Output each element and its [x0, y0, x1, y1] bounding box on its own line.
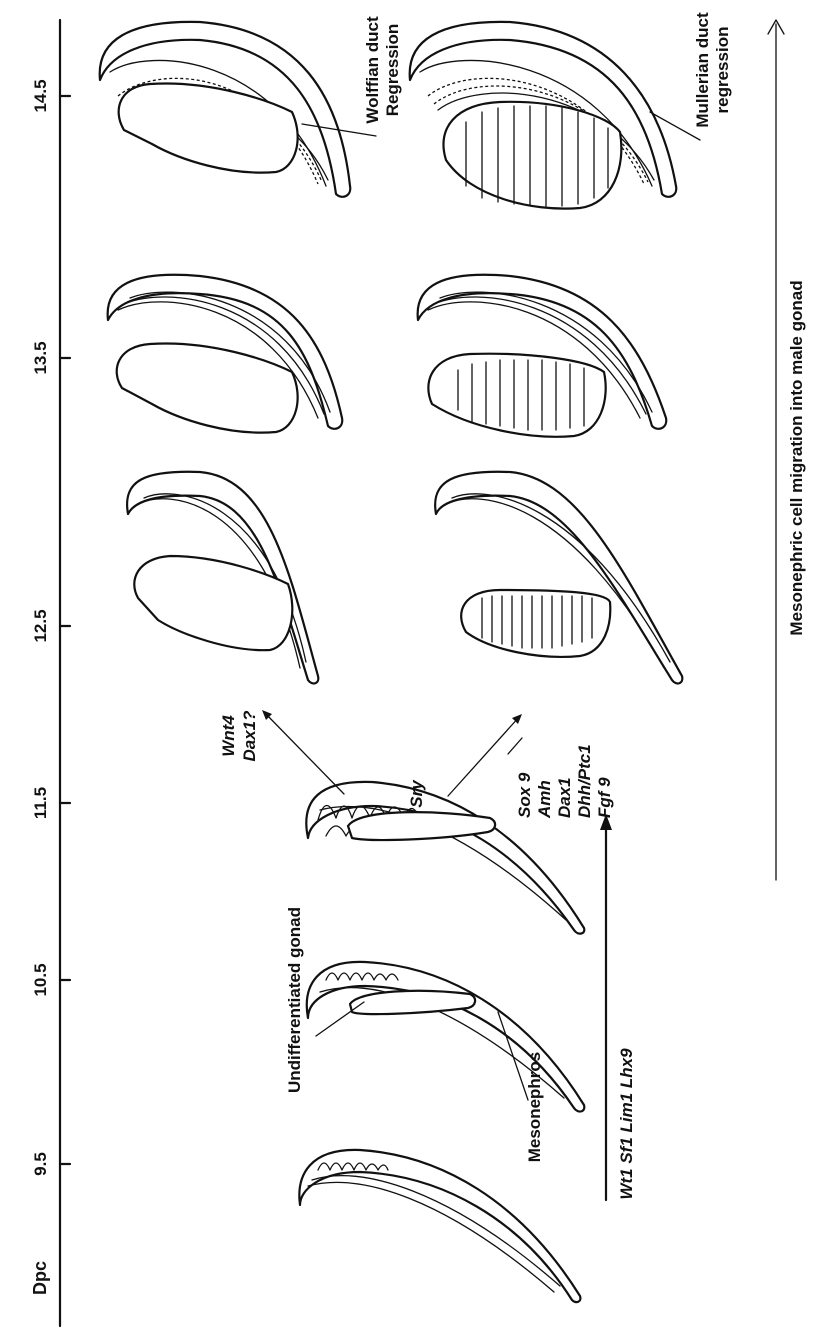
male-gene-fgf9: Fgf 9	[595, 777, 614, 818]
undifferentiated-gonad-pointer	[316, 1002, 364, 1036]
dpc-tick-11-5: 11.5	[31, 787, 70, 819]
male-gonad-14-5	[410, 22, 677, 209]
early-genes-arrow	[600, 814, 612, 1200]
female-pathway-arrow	[262, 710, 344, 794]
female-gene-dax1: Dax1?	[240, 710, 259, 762]
dpc-axis-label: Dpc	[30, 1261, 50, 1295]
female-gonad-14-5	[100, 22, 351, 197]
dpc-tick-label: 13.5	[31, 341, 50, 374]
mullerian-regression-label: regression	[713, 27, 732, 114]
male-gonad-13-5	[418, 275, 667, 437]
dpc-tick-label: 10.5	[31, 963, 50, 996]
male-gene-list: Sox 9 Amh Dax1 Dhh/Ptc1 Fgf 9	[515, 744, 614, 819]
migration-arrow	[768, 20, 784, 880]
dpc-tick-label: 14.5	[31, 79, 50, 112]
male-gonad-12-5	[435, 472, 682, 684]
dpc-tick-9-5: 9.5	[31, 1152, 70, 1176]
male-gene-amh: Amh	[535, 780, 554, 819]
male-gene-dax1: Dax1	[555, 777, 574, 818]
mesonephros-label: Mesonephros	[525, 1052, 544, 1163]
dpc-tick-12-5: 12.5	[31, 609, 70, 642]
dpc-axis: Dpc 9.5 10.5 11.5 12.5 13.5 14.5	[30, 20, 70, 1326]
migration-label: Mesonephric cell migration into male gon…	[787, 280, 806, 635]
wolffian-regression-label: Regression	[383, 24, 402, 117]
stray-tick-mark	[508, 738, 522, 754]
male-gene-sox9: Sox 9	[515, 772, 534, 818]
dpc-tick-10-5: 10.5	[31, 963, 70, 996]
dpc-tick-14-5: 14.5	[31, 79, 70, 112]
wolffian-duct-label: Wolffian duct	[363, 16, 382, 124]
female-gene-wnt4: Wnt4	[219, 715, 238, 757]
mesonephros-pointer	[498, 1012, 528, 1100]
undifferentiated-gonad-label: Undifferentiated gonad	[285, 907, 304, 1093]
mesonephros-9-5	[299, 1150, 580, 1302]
female-gonad-13-5	[108, 275, 343, 433]
dpc-tick-label: 12.5	[31, 609, 50, 642]
female-gonad-12-5	[127, 472, 318, 684]
male-gene-dhh-ptc1: Dhh/Ptc1	[575, 744, 594, 818]
male-pathway-arrow	[448, 714, 522, 796]
dpc-tick-13-5: 13.5	[31, 341, 70, 374]
mullerian-duct-label: Mullerian duct	[693, 12, 712, 128]
sry-label: Sry	[407, 779, 426, 808]
early-genes-label: Wt1 Sf1 Lim1 Lhx9	[617, 1048, 636, 1200]
dpc-tick-label: 9.5	[31, 1152, 50, 1176]
dpc-tick-label: 11.5	[31, 787, 50, 819]
